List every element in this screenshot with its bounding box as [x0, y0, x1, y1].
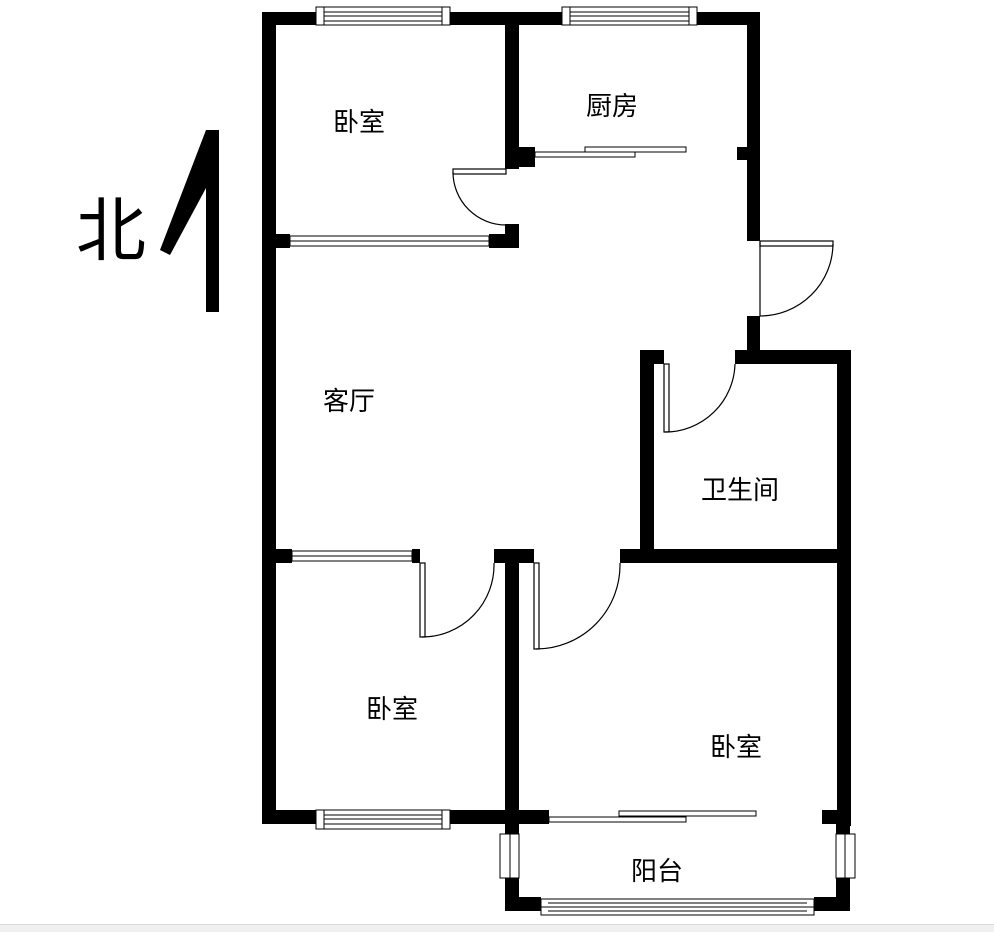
- partition-stub: [276, 234, 290, 248]
- west-wall: [262, 12, 276, 824]
- sliding-doors: [534, 146, 757, 823]
- partition-wall: [262, 549, 292, 563]
- partition-stub: [737, 147, 749, 160]
- partition-stub: [412, 549, 420, 563]
- room-label-bedroom-southeast: 卧室: [710, 733, 762, 763]
- window: [291, 550, 413, 562]
- east-wall: [837, 350, 851, 826]
- kitchen-sliding-door: [534, 146, 687, 158]
- room-label-kitchen: 厨房: [586, 92, 638, 122]
- balcony-wall: [505, 810, 519, 834]
- window-bottom-edge: [0, 924, 994, 932]
- window: [540, 898, 815, 916]
- east-wall: [747, 12, 760, 241]
- bathroom-door: [663, 363, 736, 433]
- balcony-wall: [836, 810, 850, 834]
- room-label-bedroom-north: 卧室: [333, 108, 385, 138]
- bedroom-southwest-door: [419, 562, 495, 638]
- windows: [289, 6, 856, 916]
- south-wall: [262, 810, 316, 824]
- window: [315, 809, 451, 830]
- bedroom-north-door: [452, 168, 507, 226]
- north-arrow-icon: [160, 130, 219, 312]
- bathroom-wall: [735, 350, 851, 364]
- room-label-bathroom: 卫生间: [701, 476, 779, 506]
- window: [561, 6, 698, 26]
- room-label-balcony: 阳台: [631, 857, 683, 887]
- bedroom-southeast-door: [533, 562, 621, 650]
- bathroom-wall: [640, 350, 654, 552]
- partition-wall: [505, 549, 519, 826]
- south-wall: [450, 810, 549, 824]
- walls: [262, 12, 851, 911]
- swing-doors: [419, 168, 834, 650]
- room-label-bedroom-southwest: 卧室: [366, 695, 418, 725]
- balcony-wall: [814, 897, 850, 911]
- partition-wall: [620, 549, 851, 563]
- partition-stub: [519, 147, 535, 167]
- window: [499, 833, 520, 879]
- window: [315, 6, 451, 26]
- window: [835, 833, 856, 879]
- entrance-door: [759, 240, 834, 317]
- north-label: 北: [76, 190, 146, 272]
- room-label-living-room: 客厅: [323, 387, 375, 417]
- north-wall: [697, 12, 760, 25]
- north-wall: [262, 12, 316, 25]
- window: [289, 235, 490, 247]
- east-wall: [747, 316, 760, 360]
- partition-wall: [505, 12, 519, 169]
- partition-stub: [489, 234, 519, 248]
- balcony-wall: [505, 897, 541, 911]
- balcony-sliding-door: [548, 810, 757, 823]
